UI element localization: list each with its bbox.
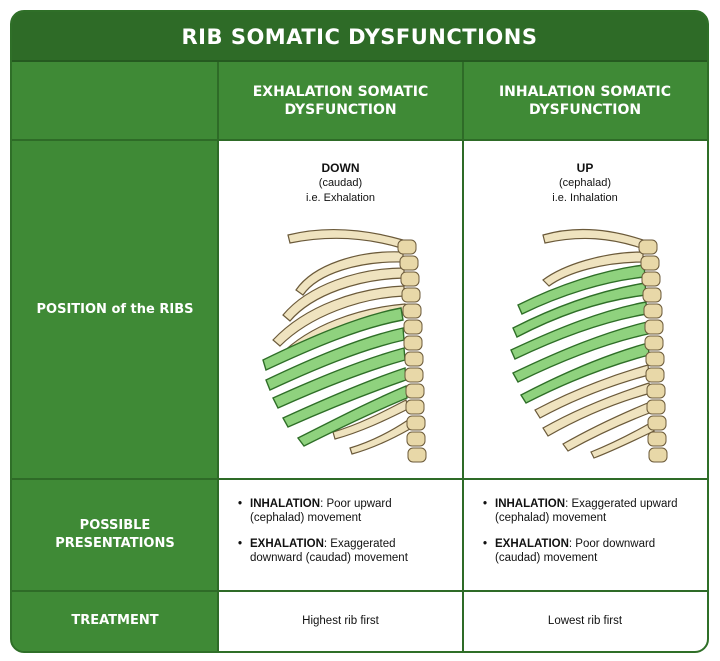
bullet-icon: • bbox=[238, 498, 243, 510]
inhalation-position-ie: i.e. Inhalation bbox=[552, 192, 618, 204]
bullet-icon: • bbox=[238, 538, 243, 550]
grid-divider bbox=[12, 590, 707, 592]
inhalation-position-cell: UP (cephalad) i.e. Inhalation bbox=[463, 140, 707, 479]
list-item: • INHALATION: Poor upward (cephalad) mov… bbox=[238, 497, 449, 525]
grid-divider bbox=[462, 62, 464, 651]
list-item: • INHALATION: Exaggerated upward (cephal… bbox=[483, 497, 693, 525]
inhalation-treatment-cell: Lowest rib first bbox=[463, 591, 707, 651]
exhalation-column-header: EXHALATION SOMATIC DYSFUNCTION bbox=[218, 62, 463, 140]
rib-dysfunction-table: RIB SOMATIC DYSFUNCTIONS EXHALATION SOMA… bbox=[10, 10, 709, 653]
exhalation-position-text: DOWN (caudad) i.e. Exhalation bbox=[218, 160, 463, 206]
position-row-label: POSITION of the RIBS bbox=[12, 140, 218, 479]
presentation-text: : Poor upward (cephalad) movement bbox=[250, 498, 392, 524]
presentation-term: INHALATION bbox=[495, 498, 566, 510]
grid-divider bbox=[12, 478, 707, 480]
exhalation-presentations-list: • INHALATION: Poor upward (cephalad) mov… bbox=[238, 497, 449, 577]
inhalation-presentations-cell: • INHALATION: Exaggerated upward (cephal… bbox=[463, 479, 707, 591]
bullet-icon: • bbox=[483, 538, 488, 550]
presentation-term: EXHALATION bbox=[495, 538, 569, 550]
presentation-term: EXHALATION bbox=[250, 538, 324, 550]
grid-divider bbox=[217, 62, 219, 651]
corner-cell bbox=[12, 62, 218, 140]
inhalation-position-text: UP (cephalad) i.e. Inhalation bbox=[463, 160, 707, 206]
presentation-term: INHALATION bbox=[250, 498, 321, 510]
inhalation-column-header: INHALATION SOMATIC DYSFUNCTION bbox=[463, 62, 707, 140]
presentations-row-label: POSSIBLE PRESENTATIONS bbox=[12, 479, 218, 591]
inhalation-presentations-list: • INHALATION: Exaggerated upward (cephal… bbox=[483, 497, 693, 577]
exhalation-position-cell: DOWN (caudad) i.e. Exhalation bbox=[218, 140, 463, 479]
bullet-icon: • bbox=[483, 498, 488, 510]
exhalation-position-ie: i.e. Exhalation bbox=[305, 192, 376, 204]
table-title: RIB SOMATIC DYSFUNCTIONS bbox=[12, 12, 707, 62]
exhalation-position-main: DOWN bbox=[321, 161, 360, 175]
exhalation-presentations-cell: • INHALATION: Poor upward (cephalad) mov… bbox=[218, 479, 463, 591]
treatment-row-label: TREATMENT bbox=[12, 591, 218, 651]
presentation-text: : Exaggerated downward (caudad) movement bbox=[250, 538, 408, 564]
ribcage-down-illustration bbox=[262, 228, 427, 463]
exhalation-treatment-cell: Highest rib first bbox=[218, 591, 463, 651]
list-item: • EXHALATION: Poor downward (caudad) mov… bbox=[483, 537, 693, 565]
inhalation-position-main: UP bbox=[576, 161, 594, 175]
grid-divider bbox=[12, 139, 707, 141]
list-item: • EXHALATION: Exaggerated downward (caud… bbox=[238, 537, 449, 565]
inhalation-position-direction: (cephalad) bbox=[559, 177, 611, 189]
ribcage-up-illustration bbox=[510, 228, 668, 463]
presentation-text: : Poor downward (caudad) movement bbox=[495, 538, 656, 564]
exhalation-position-direction: (caudad) bbox=[318, 177, 363, 189]
presentation-text: : Exaggerated upward (cephalad) movement bbox=[495, 498, 678, 524]
